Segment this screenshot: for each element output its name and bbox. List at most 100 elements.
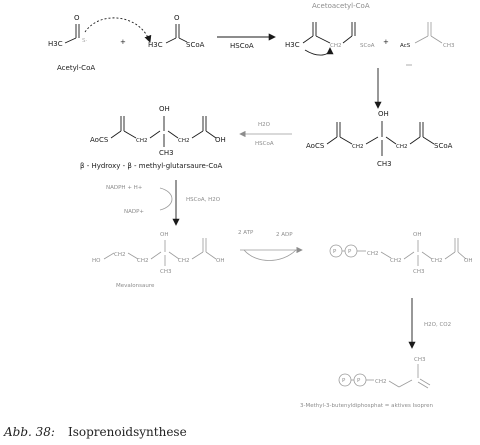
- p1-label: P: [342, 378, 346, 384]
- bond: [150, 251, 162, 260]
- bond: [149, 130, 161, 139]
- ch2-label: CH2: [431, 258, 442, 264]
- ch3-label: CH3: [413, 269, 425, 275]
- hmg-molecule: AoCS CH2 OH CH3 CH2 OH β - Hydroxy - β -…: [80, 105, 226, 170]
- bond: [409, 136, 421, 145]
- bond: [385, 136, 397, 145]
- bond: [414, 35, 429, 44]
- acetoacetyl-coa-molecule: Acetoacetyl-CoA H3C CH2 SCoA +: [285, 2, 389, 56]
- h3c-label: H3C: [148, 41, 163, 49]
- bond: [315, 35, 331, 44]
- scoa-label: SCoA: [186, 41, 205, 49]
- ch2-label: CH2: [352, 144, 363, 150]
- oh-label: OH: [413, 232, 421, 238]
- figure-number: Abb. 38:: [3, 425, 55, 439]
- cooh-label: OH: [216, 258, 224, 264]
- bond: [205, 130, 217, 139]
- atp-arc: [243, 249, 297, 261]
- bond: [380, 251, 392, 259]
- ch3-label: CH3: [443, 43, 455, 49]
- h3c-label: H3C: [285, 41, 300, 49]
- pp-mevalonate-molecule: P P CH2 CH2 OH CH3 CH2 OH: [329, 232, 472, 275]
- oh-label: OH: [378, 110, 389, 118]
- scoa-label: SCoA: [360, 43, 375, 49]
- reaction-4-b: 2 ADP: [276, 232, 293, 238]
- figure-title: Isoprenoidsynthese: [68, 425, 187, 439]
- ch3-label: CH3: [377, 160, 392, 168]
- acetyl-coa-molecule-3: AcS CH3: [400, 22, 455, 66]
- bond: [64, 37, 77, 44]
- acetyl-coa-molecule-2: H3C O SCoA: [148, 14, 205, 49]
- aocs-label: AoCS: [306, 142, 325, 150]
- plus-sign: +: [120, 38, 126, 46]
- bond: [205, 251, 217, 260]
- p2-label: P: [348, 249, 352, 255]
- reaction-5: H2O, CO2: [424, 322, 451, 328]
- ch3-label: CH3: [160, 269, 172, 275]
- oh-label: OH: [160, 232, 168, 238]
- bond: [422, 136, 435, 145]
- bond: [457, 251, 467, 260]
- reaction-1-label: HSCoA: [230, 42, 254, 50]
- ch2-label: CH2: [367, 251, 378, 257]
- bond: [127, 252, 139, 260]
- electron-arrow: [84, 17, 152, 43]
- bond: [302, 35, 314, 44]
- bond: [339, 136, 353, 145]
- bond: [342, 35, 353, 44]
- bond: [165, 37, 177, 44]
- ch2-label: CH2: [396, 144, 407, 150]
- ho-label: HO: [92, 258, 101, 264]
- bond: [110, 130, 122, 139]
- acetoacetyl-title: Acetoacetyl-CoA: [312, 2, 370, 10]
- ch2-label: CH2: [136, 138, 147, 144]
- bond: [191, 251, 204, 260]
- reaction-3-b: NADP+: [124, 209, 144, 215]
- h3c-label: H3C: [48, 40, 63, 48]
- oh-label: OH: [159, 105, 170, 113]
- bond: [123, 130, 137, 139]
- bond: [326, 136, 338, 145]
- bond: [388, 380, 400, 388]
- aocs-label: AoCS: [90, 136, 109, 144]
- ch2-label: CH2: [178, 258, 189, 264]
- ch2-label: CH2: [390, 258, 401, 264]
- ipp-label: 3-Methyl-3-butenyldiphosphat = aktives I…: [300, 403, 433, 409]
- ch2-label: CH2: [178, 138, 189, 144]
- bond: [191, 130, 204, 139]
- p1-label: P: [333, 249, 337, 255]
- ch2-label: CH2: [330, 43, 341, 49]
- p2-label: P: [357, 378, 361, 384]
- oxygen-label: O: [174, 14, 180, 22]
- cooh-label: OH: [464, 258, 472, 264]
- ch2-label: CH2: [137, 258, 148, 264]
- ch2-label: CH2: [114, 252, 125, 258]
- faint-label: S·: [82, 38, 87, 44]
- mevalonate-label: Mevalonsaure: [116, 283, 155, 289]
- hmg-coa-molecule: AoCS CH2 OH CH3 CH2 SCoA: [306, 110, 453, 168]
- cooh-label: OH: [215, 136, 226, 144]
- double-bond: [417, 381, 429, 389]
- bond: [167, 130, 179, 139]
- bond: [365, 136, 379, 145]
- acetyl-coa-molecule-1: H3C O S· Acetyl-CoA: [48, 14, 152, 72]
- hmg-label: β - Hydroxy - β - methyl-glutarsaure-CoA: [80, 162, 223, 170]
- reaction-3-a: NADPH + H+: [106, 185, 143, 191]
- reaction-2-a: H2O: [258, 122, 271, 128]
- ch2-label: CH2: [375, 379, 386, 385]
- bond: [403, 251, 415, 260]
- double-bond-2: [419, 378, 431, 386]
- acetyl-coa-label: Acetyl-CoA: [57, 64, 95, 72]
- cofactor-arc: [159, 187, 173, 211]
- mevalonate-molecule: HO CH2 CH2 OH CH3 CH2 OH Mevalonsaure: [92, 232, 224, 289]
- bond: [398, 379, 413, 388]
- oxygen-label: O: [74, 14, 80, 22]
- curved-arrow: [304, 47, 334, 56]
- plus-sign: +: [383, 38, 389, 46]
- reaction-4-a: 2 ATP: [238, 230, 254, 236]
- acs-label: AcS: [400, 43, 411, 49]
- ch3-label: CH3: [414, 357, 426, 363]
- reaction-2-b: HSCoA: [255, 141, 274, 147]
